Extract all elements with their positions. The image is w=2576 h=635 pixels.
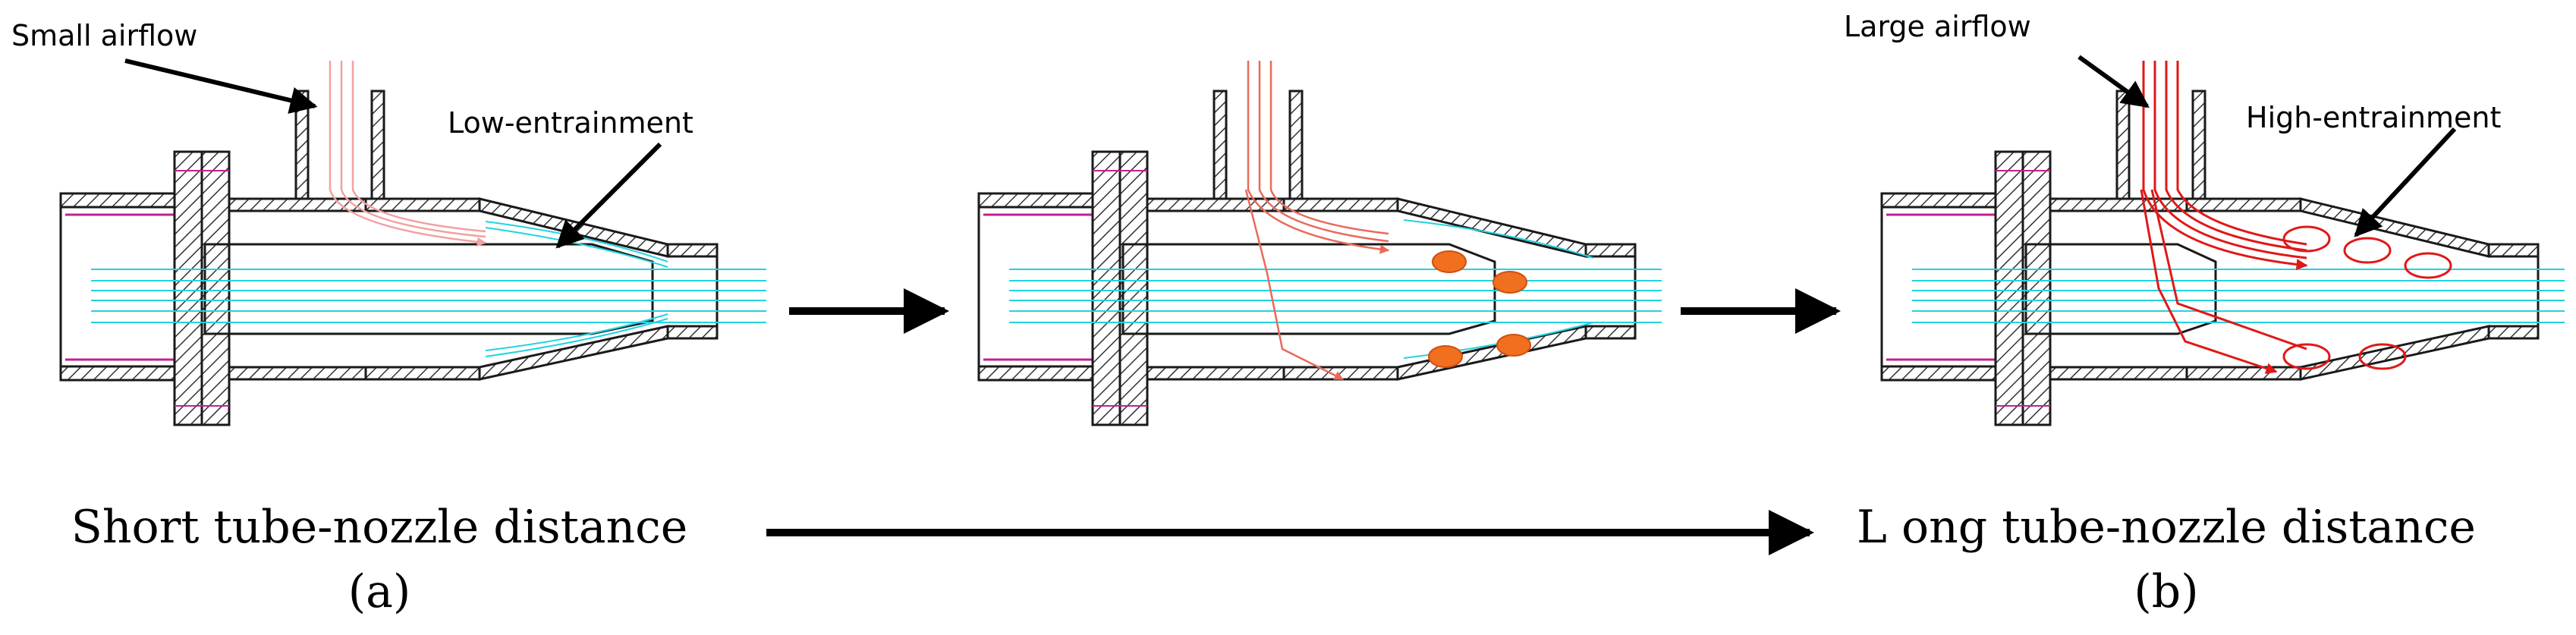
pointer-large-airflow: [2077, 55, 2150, 108]
process-arrows: [124, 55, 2457, 555]
label-high-entrainment: High-entrainment: [2246, 101, 2501, 134]
ejector-short-distance: [59, 61, 766, 426]
panel-label-a: (a): [348, 565, 411, 618]
label-large-airflow: Large airflow: [1844, 10, 2031, 43]
pointer-small-airflow: [124, 58, 318, 114]
caption-long-distance: L ong tube-nozzle distance: [1857, 501, 2476, 554]
pointer-low-entrainment: [555, 142, 662, 249]
label-low-entrainment: Low-entrainment: [448, 106, 694, 140]
ejector-long-distance: [1880, 61, 2565, 426]
caption-short-distance: Short tube-nozzle distance: [71, 501, 687, 554]
panel-label-b: (b): [2134, 565, 2198, 618]
ejector-medium-distance: [977, 61, 1662, 426]
pointer-high-entrainment: [2354, 127, 2457, 237]
label-small-airflow: Small airflow: [11, 19, 197, 52]
